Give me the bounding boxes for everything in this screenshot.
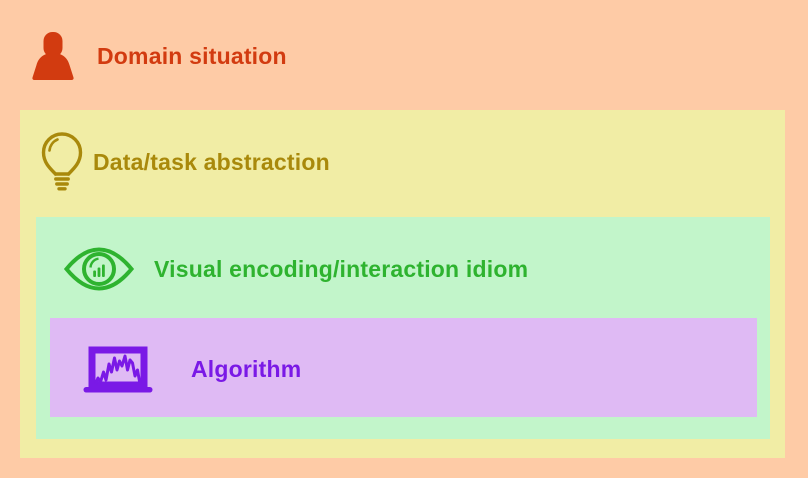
algorithm-label: Algorithm xyxy=(191,356,302,382)
data-task-abstraction-label-row: Data/task abstraction xyxy=(40,130,330,194)
laptop-linechart-icon xyxy=(82,346,154,393)
domain-situation-label-row: Domain situation xyxy=(30,30,287,82)
eye-barchart-icon xyxy=(64,246,134,292)
data-task-abstraction-label: Data/task abstraction xyxy=(93,148,330,175)
level-visual-encoding-interaction-idiom: Visual encoding/interaction idiom Algori… xyxy=(36,217,770,439)
level-algorithm: Algorithm xyxy=(50,318,757,417)
visual-encoding-label-row: Visual encoding/interaction idiom xyxy=(64,246,528,292)
level-data-task-abstraction: Data/task abstraction xyxy=(20,110,785,458)
visual-encoding-label: Visual encoding/interaction idiom xyxy=(154,255,529,282)
domain-situation-label: Domain situation xyxy=(97,42,287,69)
lightbulb-icon xyxy=(40,131,84,193)
algorithm-label-row: Algorithm xyxy=(82,346,301,393)
person-icon xyxy=(30,32,76,80)
